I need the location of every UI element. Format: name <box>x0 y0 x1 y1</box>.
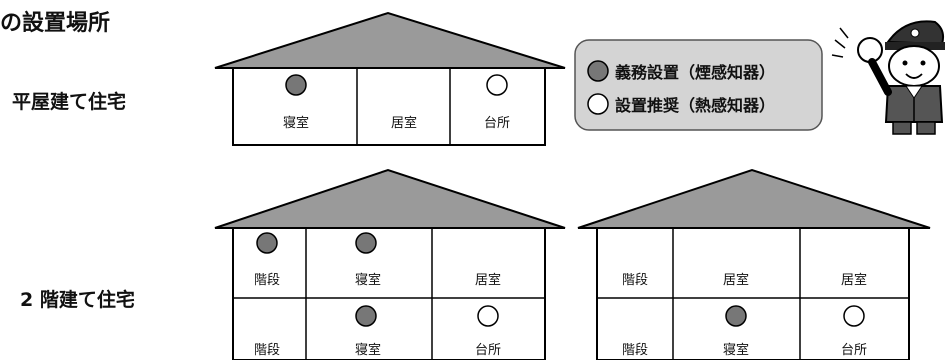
smoke-detector-icon <box>285 74 307 96</box>
legend-heat-detector-icon <box>587 93 609 115</box>
legend-smoke-detector-icon <box>587 60 609 82</box>
fire-officer-mascot-icon <box>831 20 945 135</box>
two-story-house-b: 階段 居室 居室 階段 寝室 台所 <box>577 168 931 360</box>
smoke-detector-icon <box>725 305 747 327</box>
legend-required-text: 義務設置（煙感知器） <box>615 63 775 82</box>
house-body <box>596 227 910 360</box>
room-label: 階段 <box>254 343 280 358</box>
room-label: 台所 <box>841 343 867 358</box>
room-label: 寝室 <box>355 272 381 288</box>
legend: 義務設置（煙感知器） 設置推奨（熱感知器） <box>574 39 823 131</box>
room-label: 階段 <box>254 273 280 288</box>
row-label-two-story: 2 階建て住宅 <box>20 288 135 311</box>
smoke-detector-icon <box>256 232 278 254</box>
page-title: の設置場所 <box>0 10 110 36</box>
roof <box>214 168 566 229</box>
heat-detector-icon <box>477 305 499 327</box>
heat-detector-icon <box>486 74 508 96</box>
roof <box>214 11 566 69</box>
smoke-detector-icon <box>355 232 377 254</box>
room-label: 階段 <box>622 273 648 288</box>
heat-detector-icon <box>843 305 865 327</box>
legend-box <box>574 39 823 131</box>
room-label: 居室 <box>475 272 501 288</box>
roof <box>577 168 931 229</box>
room-label: 居室 <box>841 272 867 288</box>
smoke-detector-icon <box>355 305 377 327</box>
house-body <box>232 227 546 360</box>
two-story-house-a: 階段 寝室 居室 階段 寝室 台所 <box>214 168 566 360</box>
room-label: 居室 <box>391 115 417 131</box>
room-label: 寝室 <box>283 115 309 131</box>
room-label: 居室 <box>723 272 749 288</box>
single-story-house: 寝室 居室 台所 <box>214 11 566 146</box>
room-label: 台所 <box>475 343 501 358</box>
room-label: 階段 <box>622 343 648 358</box>
room-label: 台所 <box>484 116 510 131</box>
row-label-single-story: 平屋建て住宅 <box>12 90 126 113</box>
legend-recommended-text: 設置推奨（熱感知器） <box>615 96 775 115</box>
room-label: 寝室 <box>723 342 749 358</box>
room-label: 寝室 <box>355 342 381 358</box>
